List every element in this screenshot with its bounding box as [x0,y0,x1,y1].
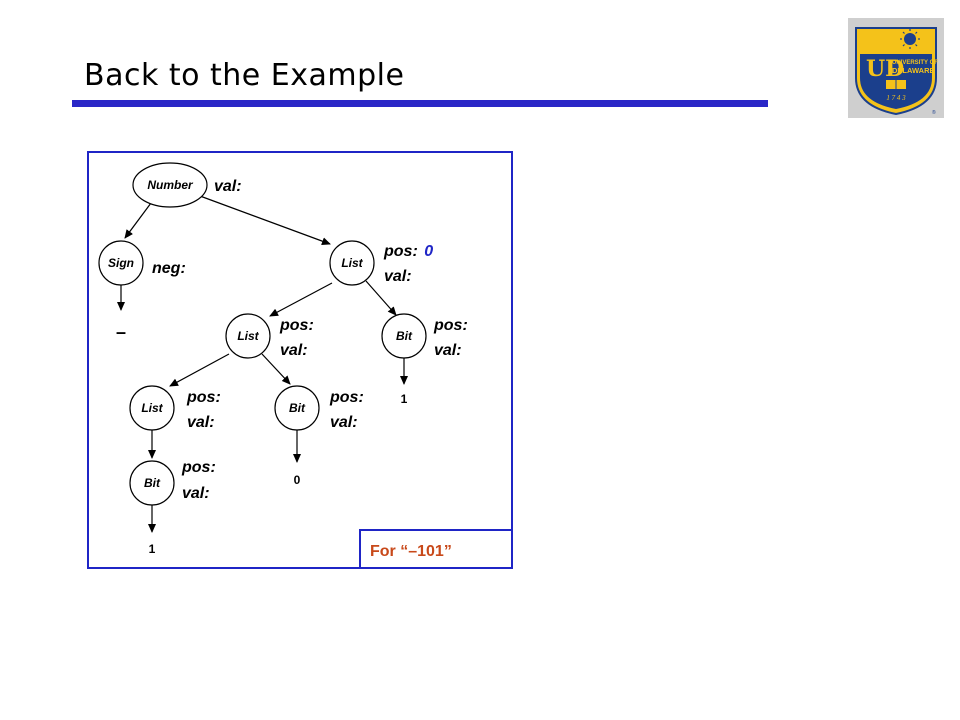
node-sign-leaf: – [116,322,126,342]
node-bit2-leaf: 0 [294,473,301,487]
sun-rays-icon [900,29,920,49]
edge-list2-bit2 [261,353,291,385]
node-list1: List pos: 0 val: [329,240,433,286]
node-bit1: Bit pos: val: 1 [381,313,468,406]
node-bit3-pos-attr: pos: [181,459,216,476]
node-bit3-shape [129,460,175,506]
logo-initials: UD [866,56,904,82]
node-list1-pos-line: pos: 0 [383,243,433,260]
node-list2-shape [225,313,271,359]
node-list3-shape [129,385,175,431]
node-number-label: Number [147,178,194,192]
node-sign-label: Sign [108,256,134,270]
node-sign-neg-attr: neg: [152,260,186,277]
node-bit2-label: Bit [289,401,306,415]
node-bit2-val-attr: val: [330,414,358,431]
node-list1-pos-attr: pos: [383,243,418,260]
node-number-shape [132,162,208,208]
node-list2-pos-attr: pos: [279,317,314,334]
caption-text: For “–101” [370,543,452,560]
tree-edges [117,195,408,533]
node-bit1-label: Bit [396,329,413,343]
university-seal-logo: UD UNIVERSITY OF DELAWARE 1 7 4 3 ® [848,18,944,118]
node-sign-shape [98,240,144,286]
node-list1-label: List [341,256,363,270]
node-list1-val-attr: val: [384,268,412,285]
node-bit2-pos-attr: pos: [329,389,364,406]
node-list2-val-attr: val: [280,342,308,359]
node-bit3: Bit pos: val: 1 [129,459,216,556]
node-bit3-label: Bit [144,476,161,490]
node-list2: List pos: val: [225,313,314,359]
node-bit2-shape [274,385,320,431]
node-bit1-shape [381,313,427,359]
node-bit3-leaf: 1 [149,542,156,556]
node-bit1-pos-attr: pos: [433,317,468,334]
node-number-val-attr: val: [214,178,242,195]
node-list1-shape [329,240,375,286]
node-list3-val-attr: val: [187,414,215,431]
title-underline [72,100,768,107]
node-list2-label: List [237,329,259,343]
slide-title: Back to the Example [84,58,405,93]
node-sign: Sign neg: – [98,240,186,342]
logo-university-text: UNIVERSITY OF [892,60,938,66]
node-bit2: Bit pos: val: 0 [274,385,364,487]
edge-number-sign [124,202,152,239]
logo-registered-mark: ® [932,109,936,116]
node-bit3-val-attr: val: [182,485,210,502]
diagram-frame [87,151,513,569]
node-list3-label: List [141,401,163,415]
edge-list1-list2 [269,282,333,317]
edge-number-list1 [199,195,331,245]
caption-box [359,529,512,568]
node-bit1-leaf: 1 [401,392,408,406]
node-list1-pos-value: 0 [424,243,433,260]
sun-icon [904,33,916,45]
edge-list2-list3 [169,353,230,387]
node-list3: List pos: val: [129,385,221,431]
logo-year: 1 7 4 3 [886,94,906,102]
logo-delaware-text: DELAWARE [892,66,935,75]
node-bit1-val-attr: val: [434,342,462,359]
node-number: Number val: [132,162,242,208]
edge-list1-bit1 [365,280,397,316]
node-list3-pos-attr: pos: [186,389,221,406]
